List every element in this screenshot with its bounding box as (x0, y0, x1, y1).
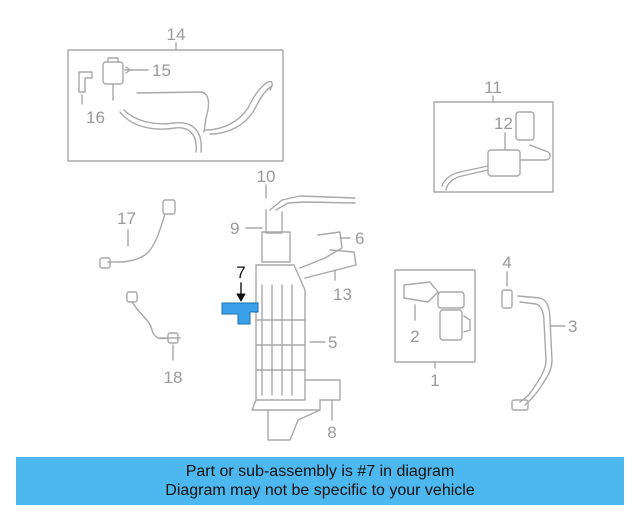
callout-11: 11 (484, 78, 502, 97)
callout-3: 3 (568, 317, 577, 336)
parts-diagram: 14 15 16 11 12 10 9 17 6 13 7 5 8 18 2 1… (67, 25, 577, 442)
callout-8: 8 (327, 423, 336, 442)
banner-line-1: Part or sub-assembly is #7 in diagram (185, 463, 455, 480)
sub-assembly-box-14 (67, 42, 284, 162)
callout-6: 6 (355, 229, 364, 248)
highlighted-part-7[interactable] (221, 302, 259, 325)
callout-17: 17 (117, 209, 136, 228)
callout-16: 16 (86, 108, 105, 127)
callout-12: 12 (494, 114, 513, 133)
hose-3-4 (501, 271, 566, 411)
callout-18: 18 (164, 368, 183, 387)
sensor-18 (126, 291, 181, 361)
callout-15: 15 (152, 61, 171, 80)
sub-assembly-box-1 (394, 269, 476, 369)
info-banner: Part or sub-assembly is #7 in diagram Di… (16, 457, 624, 505)
callout-7: 7 (236, 263, 245, 282)
callout-4: 4 (502, 253, 511, 272)
callout-2: 2 (410, 327, 419, 346)
sensor-17 (99, 199, 176, 269)
callout-14: 14 (167, 25, 186, 44)
evap-canister-5 (245, 184, 357, 441)
callout-1: 1 (430, 371, 439, 390)
sub-assembly-box-11 (433, 95, 554, 193)
callout-5: 5 (328, 333, 337, 352)
callout-13: 13 (333, 285, 352, 304)
callout-10: 10 (257, 167, 276, 186)
banner-line-2: Diagram may not be specific to your vehi… (165, 482, 475, 499)
callout-9: 9 (230, 219, 239, 238)
